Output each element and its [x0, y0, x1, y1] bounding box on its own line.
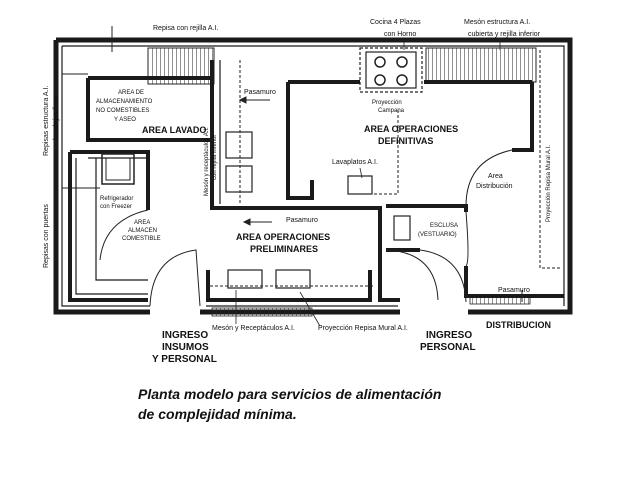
- label-proyeccion-repisa-mural: Proyección Repisa Mural A.I.: [318, 325, 408, 332]
- label-area-op-definitivas-2: DEFINITIVAS: [378, 136, 433, 146]
- label-area-lavado: AREA LAVADO: [142, 125, 206, 135]
- leader-lines: [235, 38, 501, 327]
- caption-line-1: Planta modelo para servicios de alimenta…: [138, 386, 442, 402]
- label-ingreso-insumos-2: INSUMOS: [162, 342, 209, 353]
- label-esclusa-1: ESCLUSA: [430, 223, 458, 229]
- label-repisas-puertas: Repisas con puertas: [43, 204, 50, 268]
- label-ingreso-insumos-3: Y PERSONAL: [152, 354, 217, 365]
- label-cocina-2: con Horno: [384, 31, 416, 38]
- caption-line-2: de complejidad mínima.: [138, 406, 297, 422]
- label-lavaplatos: Lavaplatos A.I.: [332, 159, 378, 166]
- label-meson-vertical-2: con rejilla inferior: [212, 135, 218, 180]
- top-shelf: [147, 47, 537, 317]
- label-ingreso-personal-2: PERSONAL: [420, 342, 476, 353]
- sinks: [225, 131, 411, 289]
- pointer-arrows: [62, 26, 523, 302]
- label-area-almacen-3: COMESTIBLE: [122, 236, 161, 242]
- label-meson-receptaculos: Mesón y Receptáculos A.I.: [212, 325, 295, 332]
- label-proyeccion-campana-1: Proyección: [372, 100, 402, 106]
- label-repisas-estructura-2: bandejas lisas: [53, 95, 60, 140]
- label-area-almacen-2: ALMACEN: [128, 228, 157, 234]
- label-meson-vertical-1: Mesón y receptáculos A.I.: [204, 127, 210, 196]
- label-proyeccion-repisa-vertical: Proyección Repisa Mural A.I.: [546, 145, 552, 222]
- label-refrigerador-2: con Freezer: [100, 204, 132, 210]
- label-meson-estructura-2: cubierta y rejilla inferior: [468, 31, 541, 38]
- label-area-distribucion-1: Area: [488, 173, 503, 180]
- label-distribucion: DISTRIBUCION: [486, 320, 551, 330]
- label-area-almacenamiento-4: Y ASEO: [114, 117, 136, 123]
- label-area-op-preliminares-2: PRELIMINARES: [250, 244, 318, 254]
- refrigerator: [101, 153, 135, 185]
- plan-labels: Repisa con rejilla A.I. Cocina 4 Plazas …: [43, 19, 552, 365]
- label-pasamuro-bottom: Pasamuro: [498, 287, 530, 294]
- label-ingreso-personal-1: INGRESO: [426, 330, 472, 341]
- label-repisas-estructura-1: Repisas estructura A.I.: [43, 86, 50, 156]
- label-area-op-preliminares-1: AREA OPERACIONES: [236, 232, 330, 242]
- label-pasamuro-top: Pasamuro: [244, 89, 276, 96]
- label-area-almacenamiento-2: ALMACENAMIENTO: [96, 99, 153, 105]
- stove: [359, 47, 423, 93]
- label-area-op-definitivas-1: AREA OPERACIONES: [364, 124, 458, 134]
- label-refrigerador-1: Refrigerador: [100, 196, 133, 202]
- label-proyeccion-campana-2: Campana: [378, 108, 405, 114]
- label-meson-estructura-1: Mesón estructura A.I.: [464, 19, 530, 26]
- label-area-almacen-1: AREA: [134, 220, 150, 226]
- door-swings: [99, 149, 513, 307]
- label-area-almacenamiento-1: AREA DE: [118, 90, 144, 96]
- label-esclusa-2: (VESTUARIO): [418, 232, 457, 238]
- label-area-almacenamiento-3: NO COMESTIBLES: [96, 108, 149, 114]
- interior-walls: [68, 60, 564, 302]
- label-ingreso-insumos-1: INGRESO: [162, 330, 208, 341]
- label-cocina-1: Cocina 4 Plazas: [370, 19, 421, 26]
- label-area-distribucion-2: Distribución: [476, 183, 513, 190]
- label-pasamuro-mid: Pasamuro: [286, 217, 318, 224]
- label-repisa-rejilla: Repisa con rejilla A.I.: [153, 25, 218, 32]
